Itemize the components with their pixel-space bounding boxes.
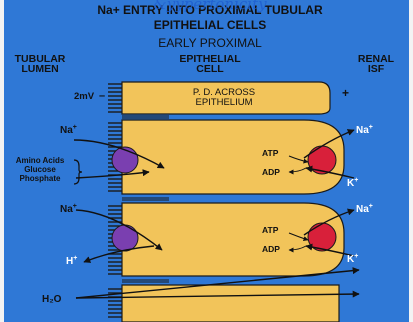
symporter-1 xyxy=(112,147,138,173)
lumen-header-2: LUMEN xyxy=(21,63,58,75)
atp-label-2: ATP xyxy=(262,225,279,235)
na-label-right-1: Na+ xyxy=(356,124,373,136)
cotransport-line1: Amino Acids xyxy=(16,156,65,165)
na-label-left-1: Na+ xyxy=(60,124,77,136)
voltage-sign: – xyxy=(99,90,105,102)
na-label-right-2: Na+ xyxy=(356,203,373,215)
right-margin xyxy=(409,0,413,322)
diagram-slide: Na+ ENTRY INTO PROXIMAL TUBULAR EPITHELI… xyxy=(4,0,409,322)
epithelial-diagram: Na+ ENTRY INTO PROXIMAL TUBULAR EPITHELI… xyxy=(4,0,409,322)
handwriting-overlay: &yypertonicity xyxy=(153,0,267,13)
pd-label-2: EPITHELIUM xyxy=(195,97,252,108)
antiporter-2 xyxy=(112,225,138,251)
adp-label-2: ADP xyxy=(262,244,280,254)
water-label: H₂O xyxy=(42,294,62,305)
adp-label-1: ADP xyxy=(262,167,280,177)
atp-label-1: ATP xyxy=(262,148,279,158)
cell-header-2: CELL xyxy=(196,63,224,75)
k-label-1: K+ xyxy=(347,177,358,189)
brush-border xyxy=(108,84,122,317)
cotransport-line2: Glucose xyxy=(24,165,56,174)
voltage-label: 2mV xyxy=(74,91,95,102)
isf-header-2: ISF xyxy=(368,63,385,75)
cotransport-line3: Phosphate xyxy=(20,174,61,183)
title-line2: EPITHELIAL CELLS xyxy=(154,18,266,32)
subtitle: EARLY PROXIMAL xyxy=(158,36,262,50)
k-label-2: K+ xyxy=(347,253,358,265)
h-label: H+ xyxy=(66,255,77,267)
na-label-left-2: Na+ xyxy=(60,203,77,215)
cotransport-brace xyxy=(74,160,82,184)
plus-sign: + xyxy=(342,86,349,100)
